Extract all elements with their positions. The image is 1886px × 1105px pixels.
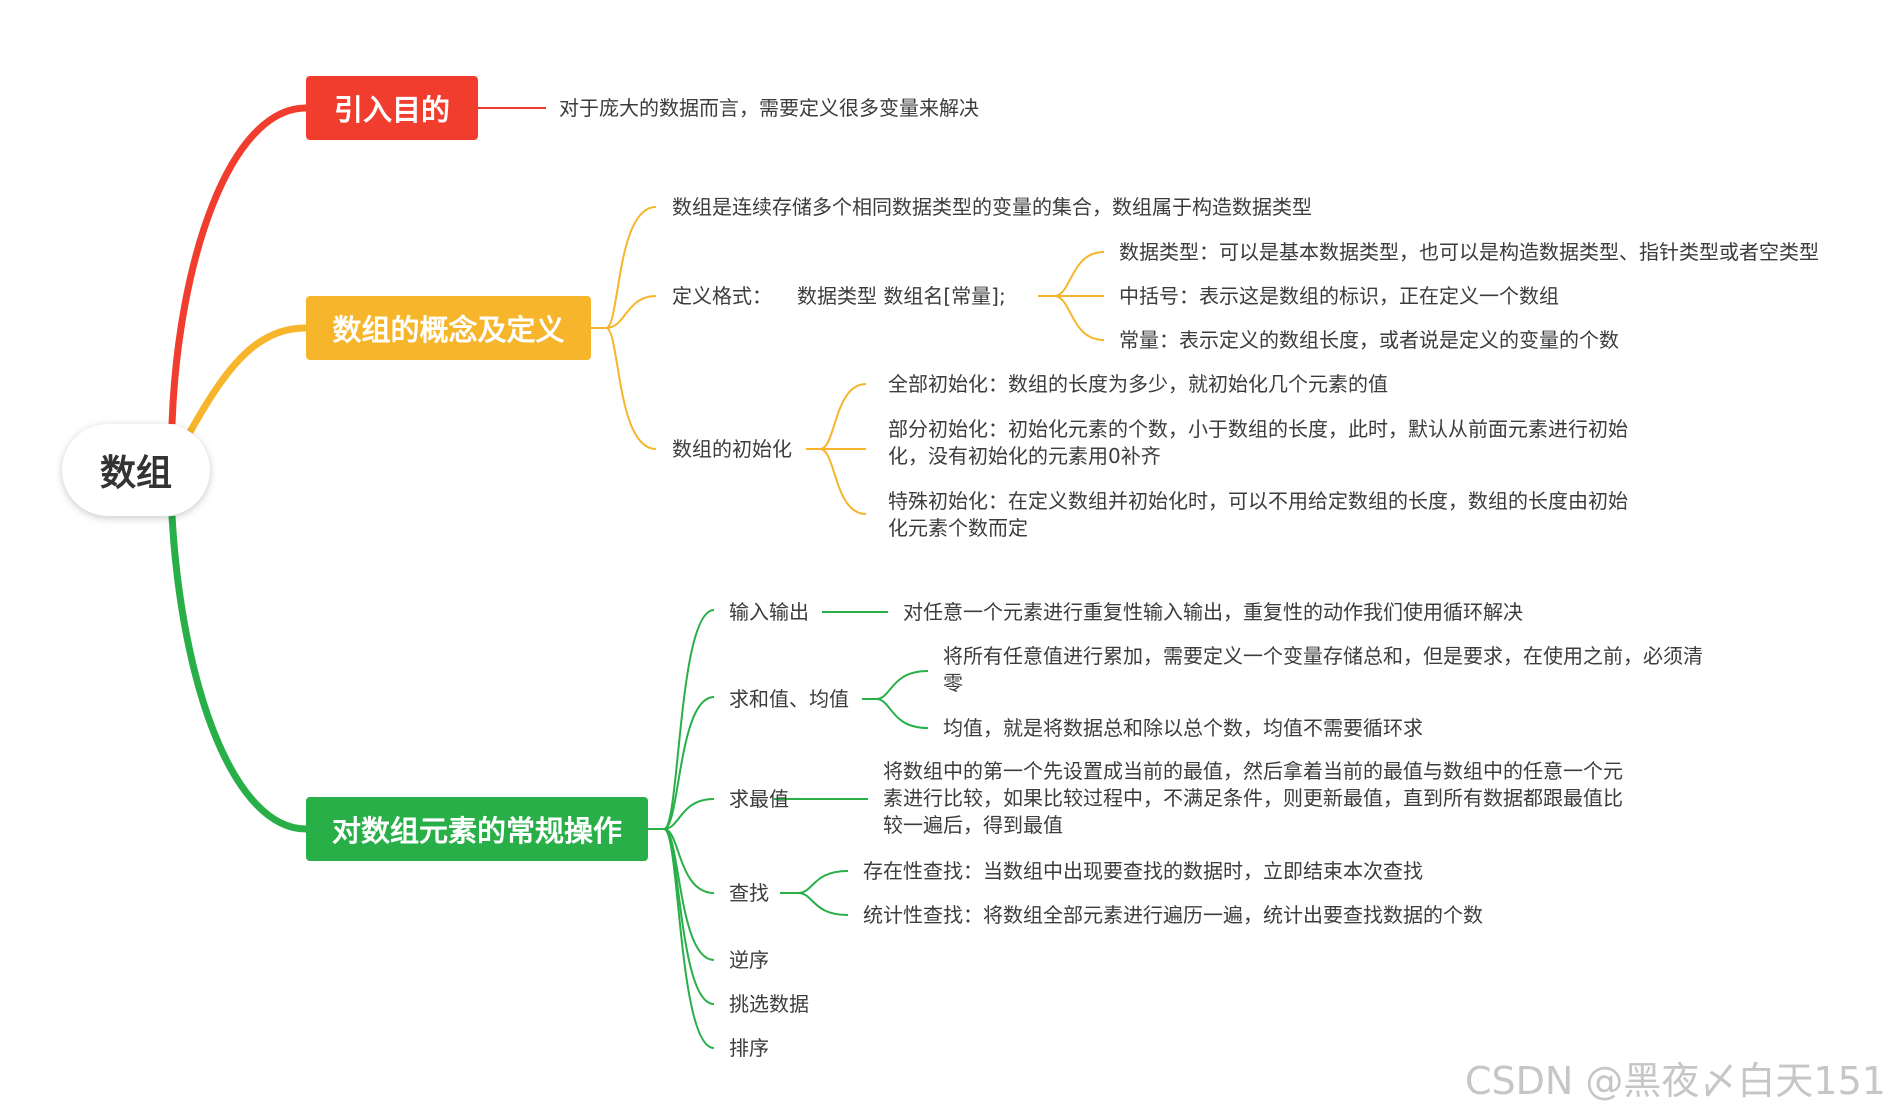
mindmap-canvas: 数组 引入目的 数组的概念及定义 对数组元素的常规操作 对于庞大的数据而言，需要… — [62, 76, 1886, 1103]
leaf-format-brackets[interactable]: 中括号：表示这是数组的标识，正在定义一个数组 — [1119, 284, 1559, 308]
connector-lines — [168, 104, 1105, 1049]
node-input-output[interactable]: 输入输出 — [729, 600, 809, 624]
node-reverse[interactable]: 逆序 — [729, 948, 769, 972]
leaf-extreme-value[interactable]: 将数组中的第一个先设置成当前的最值，然后拿着当前的最值与数组中的任意一个元素进行… — [883, 759, 1623, 837]
leaf-search-existence[interactable]: 存在性查找：当数组中出现要查找的数据时，立即结束本次查找 — [863, 859, 1423, 883]
node-select-data[interactable]: 挑选数据 — [729, 992, 809, 1016]
leaf-format-type[interactable]: 数据类型：可以是基本数据类型，也可以是构造数据类型、指针类型或者空类型 — [1119, 240, 1819, 264]
leaf-average[interactable]: 均值，就是将数据总和除以总个数，均值不需要循环求 — [943, 716, 1423, 740]
node-search[interactable]: 查找 — [729, 881, 769, 905]
leaf-init-full[interactable]: 全部初始化：数组的长度为多少，就初始化几个元素的值 — [888, 372, 1388, 396]
leaf-search-statistics[interactable]: 统计性查找：将数组全部元素进行遍历一遍，统计出要查找数据的个数 — [863, 903, 1483, 927]
leaf-input-output[interactable]: 对任意一个元素进行重复性输入输出，重复性的动作我们使用循环解决 — [903, 600, 1523, 624]
node-initialization[interactable]: 数组的初始化 — [672, 437, 792, 461]
root-node[interactable]: 数组 — [62, 424, 210, 516]
branch-node-operations[interactable]: 对数组元素的常规操作 — [306, 797, 648, 861]
node-sort[interactable]: 排序 — [729, 1036, 769, 1060]
node-extreme-value[interactable]: 求最值 — [729, 787, 789, 811]
leaf-format-constant[interactable]: 常量：表示定义的数组长度，或者说是定义的变量的个数 — [1119, 328, 1619, 352]
branch-node-purpose[interactable]: 引入目的 — [306, 76, 478, 140]
leaf-purpose[interactable]: 对于庞大的数据而言，需要定义很多变量来解决 — [559, 96, 979, 120]
leaf-array-concept[interactable]: 数组是连续存储多个相同数据类型的变量的集合，数组属于构造数据类型 — [672, 195, 1312, 219]
definition-format-syntax: 数据类型 数组名[常量]; — [797, 284, 1006, 308]
node-sum-average[interactable]: 求和值、均值 — [729, 687, 849, 711]
leaf-init-special[interactable]: 特殊初始化：在定义数组并初始化时，可以不用给定数组的长度，数组的长度由初始化元素… — [888, 489, 1628, 540]
leaf-sum[interactable]: 将所有任意值进行累加，需要定义一个变量存储总和，但是要求，在使用之前，必须清零 — [943, 644, 1703, 695]
leaf-init-partial[interactable]: 部分初始化：初始化元素的个数，小于数组的长度，此时，默认从前面元素进行初始化，没… — [888, 417, 1628, 468]
node-definition-format[interactable]: 定义格式： — [672, 284, 772, 308]
watermark: CSDN @黑夜〆白天151 — [1465, 1059, 1886, 1103]
branch-node-definition[interactable]: 数组的概念及定义 — [306, 296, 591, 360]
